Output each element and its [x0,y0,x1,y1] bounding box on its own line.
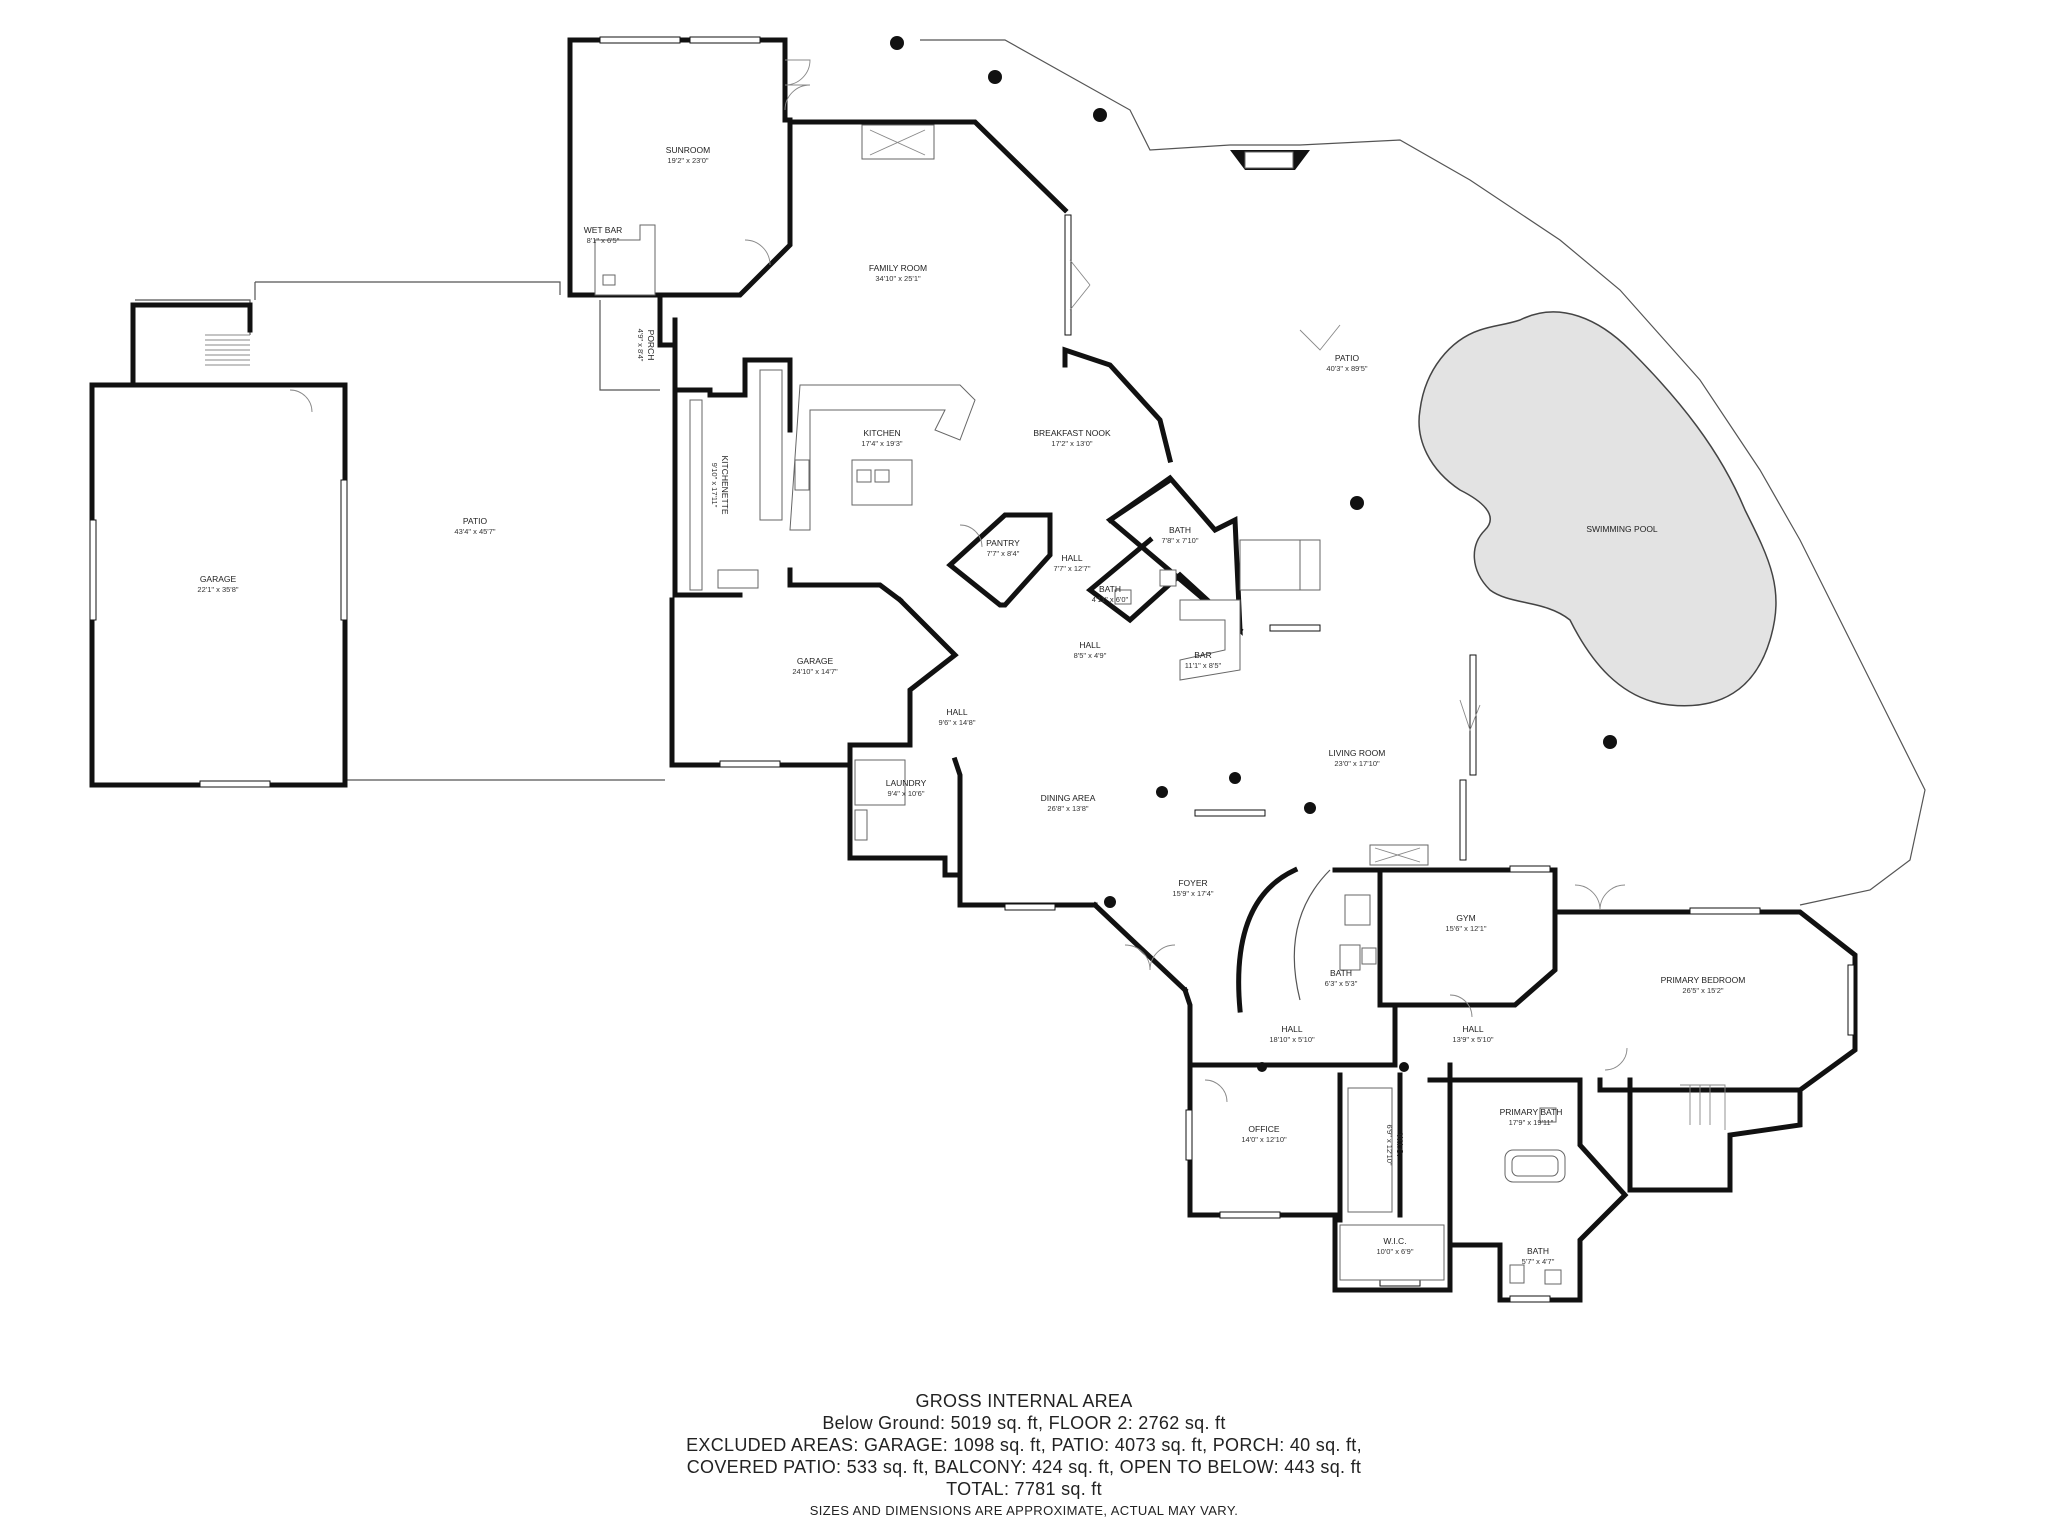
room-label-porch: PORCH [646,330,656,361]
room-label-hall-3: HALL [946,707,968,717]
room-dims-bar: 11'1" x 8'5" [1185,661,1222,670]
room-label-gym: GYM [1456,913,1475,923]
outdoor-outlines [135,39,1926,906]
area-line-excluded-1: EXCLUDED AREAS: GARAGE: 1098 sq. ft, PAT… [686,1435,1362,1455]
room-label-living-room: LIVING ROOM [1329,748,1386,758]
room-label-kitchen: KITCHEN [863,428,900,438]
walls [89,37,1858,1303]
room-label-primary-bath: PRIMARY BATH [1500,1107,1563,1117]
gross-area-summary: GROSS INTERNAL AREA Below Ground: 5019 s… [0,1390,2048,1522]
area-line-floors: Below Ground: 5019 sq. ft, FLOOR 2: 2762… [822,1413,1226,1433]
room-dims-foyer: 15'9" x 17'4" [1172,889,1213,898]
room-dims-bath-1: 7'8" x 7'10" [1162,536,1199,545]
room-dims-bath-2: 4'11" x 6'0" [1092,595,1129,604]
room-dims-laundry: 9'4" x 10'6" [888,789,925,798]
area-line-total: TOTAL: 7781 sq. ft [946,1479,1102,1499]
room-dims-primary-bedroom: 26'5" x 15'2" [1682,986,1723,995]
room-label-primary-bedroom: PRIMARY BEDROOM [1661,975,1746,985]
room-dims-patio-pool: 40'3" x 89'5" [1326,364,1367,373]
room-label-breakfast-nook: BREAKFAST NOOK [1033,428,1111,438]
room-dims-patio-west: 43'4" x 45'7" [454,527,495,536]
room-label-garage-center: GARAGE [797,656,834,666]
room-label-hall-5: HALL [1462,1024,1484,1034]
room-dims-breakfast-nook: 17'2" x 13'0" [1051,439,1092,448]
room-label-bath-4: BATH [1527,1246,1549,1256]
room-dims-wic-2: 10'0" x 6'9" [1377,1247,1414,1256]
fixtures [205,59,1726,1285]
room-label-garage-west: GARAGE [200,574,237,584]
room-labels: SUNROOM 19'2" x 23'0" WET BAR 8'1" x 6'5… [197,145,1745,1266]
room-dims-pantry: 7'7" x 8'4" [987,549,1020,558]
room-label-patio-west: PATIO [463,516,488,526]
room-label-kitchenette: KITCHENETTE [720,455,730,514]
room-label-hall-1: HALL [1061,553,1083,563]
room-label-patio-pool: PATIO [1335,353,1360,363]
room-label-hall-4: HALL [1281,1024,1303,1034]
room-label-office: OFFICE [1248,1124,1279,1134]
room-dims-hall-5: 13'9" x 5'10" [1452,1035,1493,1044]
room-dims-porch: 4'9" x 8'4" [636,329,645,362]
room-dims-sunroom: 19'2" x 23'0" [667,156,708,165]
room-dims-garage-center: 24'10" x 14'7" [792,667,838,676]
room-dims-wet-bar: 8'1" x 6'5" [587,236,620,245]
room-label-dining-area: DINING AREA [1041,793,1096,803]
area-disclaimer: SIZES AND DIMENSIONS ARE APPROXIMATE, AC… [809,1503,1239,1518]
room-dims-kitchenette: 9'10" x 17'11" [710,463,719,508]
windows [89,36,1855,1303]
column-posts [890,36,1617,1072]
room-dims-garage-west: 22'1" x 35'8" [197,585,238,594]
room-label-sunroom: SUNROOM [666,145,710,155]
room-dims-living-room: 23'0" x 17'10" [1334,759,1380,768]
room-label-swimming-pool: SWIMMING POOL [1586,524,1658,534]
room-dims-bath-4: 5'7" x 4'7" [1522,1257,1555,1266]
room-dims-hall-2: 8'5" x 4'9" [1074,651,1107,660]
room-label-wic-1: W.I.C. [1395,1133,1405,1156]
room-label-bar: BAR [1194,650,1211,660]
room-dims-gym: 15'6" x 12'1" [1445,924,1486,933]
area-line-excluded-2: COVERED PATIO: 533 sq. ft, BALCONY: 424 … [686,1457,1362,1477]
room-label-bath-3: BATH [1330,968,1352,978]
room-label-hall-2: HALL [1079,640,1101,650]
room-label-laundry: LAUNDRY [886,778,927,788]
room-dims-office: 14'0" x 12'10" [1241,1135,1287,1144]
room-dims-primary-bath: 17'9" x 19'11" [1509,1118,1554,1127]
room-dims-hall-1: 7'7" x 12'7" [1054,564,1091,573]
room-label-foyer: FOYER [1178,878,1207,888]
room-label-wet-bar: WET BAR [584,225,623,235]
room-dims-bath-3: 6'3" x 5'3" [1325,979,1358,988]
area-heading: GROSS INTERNAL AREA [915,1391,1133,1411]
room-dims-family-room: 34'10" x 25'1" [875,274,921,283]
room-dims-dining-area: 26'8" x 13'8" [1047,804,1088,813]
swimming-pool-shape [1418,311,1777,707]
room-label-pantry: PANTRY [986,538,1020,548]
room-dims-kitchen: 17'4" x 19'3" [861,439,902,448]
room-label-family-room: FAMILY ROOM [869,263,927,273]
room-dims-hall-3: 9'6" x 14'8" [939,718,976,727]
room-dims-wic-1: 6'9" x 12'10" [1385,1124,1394,1165]
room-dims-hall-4: 18'10" x 5'10" [1269,1035,1315,1044]
room-label-wic-2: W.I.C. [1383,1236,1406,1246]
room-label-bath-2: BATH [1099,584,1121,594]
room-label-bath-1: BATH [1169,525,1191,535]
